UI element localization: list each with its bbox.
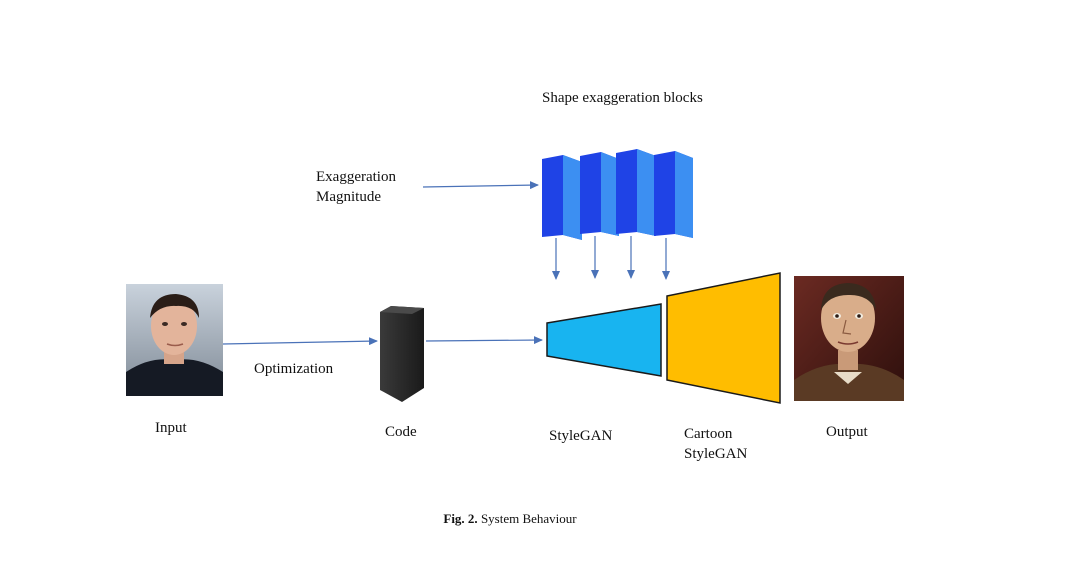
output-image: [794, 276, 904, 401]
exaggeration-block-3: [616, 149, 656, 236]
output-label: Output: [826, 424, 868, 440]
code-to-stylegan-arrow: [425, 336, 543, 345]
exaggeration-label-line2: Magnitude: [316, 189, 381, 205]
blocks-title: Shape exaggeration blocks: [542, 90, 703, 106]
stylegan-label: StyleGAN: [549, 428, 613, 444]
figure-caption-text: System Behaviour: [480, 511, 577, 526]
cartoon-label-line1: Cartoon: [684, 426, 733, 442]
exaggeration-label-line1: Exaggeration: [316, 169, 396, 185]
exaggeration-magnitude-label: Exaggeration Magnitude: [316, 167, 396, 207]
exaggeration-block-2: [580, 152, 619, 236]
exaggeration-block-1: [542, 155, 582, 240]
figure-number: Fig. 2.: [443, 511, 478, 526]
optimization-arrow: [222, 337, 378, 346]
figure-caption: Fig. 2. System Behaviour: [0, 511, 1020, 527]
cartoon-stylegan-block: [666, 272, 781, 404]
exaggeration-block-4: [654, 151, 693, 238]
optimization-label: Optimization: [254, 361, 334, 377]
input-image: [126, 284, 223, 396]
code-block: [380, 306, 424, 402]
cartoon-label-line2: StyleGAN: [684, 446, 748, 462]
stylegan-block: [546, 303, 662, 377]
code-label: Code: [385, 424, 417, 440]
cartoon-stylegan-label: Cartoon StyleGAN: [684, 424, 747, 464]
exaggeration-magnitude-arrow: [422, 181, 539, 190]
input-label: Input: [155, 420, 187, 436]
